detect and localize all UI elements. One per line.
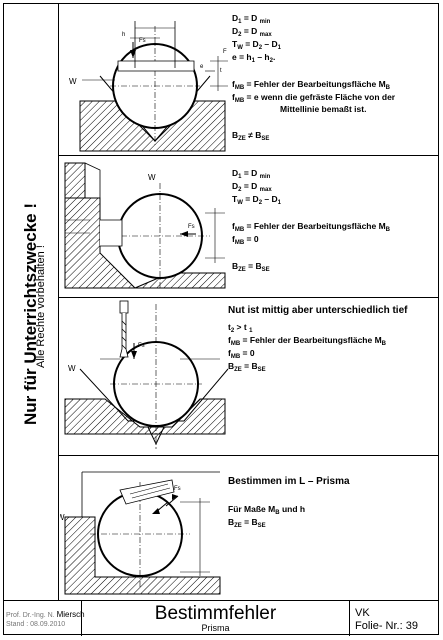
divider-1	[59, 155, 439, 156]
footer-subtitle: Prisma	[201, 623, 230, 633]
panel2-line1: D1 = D min	[232, 168, 271, 180]
panel3-line2: fMB = Fehler der Bearbeitungsfläche MB	[228, 335, 387, 347]
panel4-figure: W Fs	[60, 471, 221, 595]
panel2-fig-w: W	[148, 173, 156, 182]
panel2-line3: TW = D2 – D1	[232, 194, 281, 206]
panel3-heading: Nut ist mittig aber unterschiedlich tief	[228, 305, 408, 316]
panel1-line1: D1 = D min	[232, 13, 271, 25]
sidebar: Nur für Unterrichtszwecke ! Alle Rechte …	[3, 3, 59, 600]
panel1-line5: fMB = Fehler der Bearbeitungsfläche MB	[232, 79, 391, 91]
panel2-line5: fMB = 0	[232, 234, 259, 246]
footer-folie-number: Folie- Nr.: 39	[355, 620, 418, 632]
panel3-fig-w: W	[68, 364, 76, 373]
panel1-line7: Mittellinie bemaßt ist.	[280, 104, 367, 114]
panel2-line4: fMB = Fehler der Bearbeitungsfläche MB	[232, 221, 391, 233]
panel1-line6: fMB = e wenn die gefräste Fläche von der	[232, 92, 396, 104]
footer: Prof. Dr.-Ing. N. Miersch Stand : 08.09.…	[3, 600, 439, 636]
panel1-line4: e = h1 – h2.	[232, 52, 276, 64]
panel2-figure: W Fs	[64, 162, 226, 289]
panel2-line2: D2 = D max	[232, 181, 272, 193]
footer-stand: Stand : 08.09.2010	[6, 621, 66, 628]
panel1-figure: W Fs h t e F	[69, 21, 228, 152]
panel4-line1: Für Maße MB und h	[228, 504, 306, 516]
panel3-figure: W Fs	[64, 300, 229, 449]
panel4-line2: BZE = BSE	[228, 517, 266, 529]
panel1-fig-fs: Fs	[139, 38, 146, 44]
panel4-heading: Bestimmen im L – Prisma	[228, 476, 350, 487]
panel4-fig-w: W	[60, 513, 65, 522]
panel1-fig-h: h	[122, 32, 125, 38]
panel1-fig-e: e	[200, 64, 204, 70]
footer-divider-right	[349, 601, 350, 636]
footer-title: Bestimmfehler	[154, 603, 277, 624]
panel3-line4: BZE = BSE	[228, 361, 266, 373]
panel1-line3: TW = D2 – D1	[232, 39, 281, 51]
panel2-fig-fs: Fs	[188, 224, 195, 230]
panel1-line2: D2 = D max	[232, 26, 272, 38]
panel3-line3: fMB = 0	[228, 348, 255, 360]
divider-3	[59, 455, 439, 456]
panel1-fig-t: t	[220, 68, 222, 74]
footer-author: Prof. Dr.-Ing. N. Miersch	[6, 610, 85, 619]
panel3-line1: t2 > t 1	[228, 322, 253, 334]
panel3-fig-fs: Fs	[138, 343, 145, 349]
sidebar-sub-text: Alle Rechte vorbehalten !	[35, 245, 47, 368]
footer-vk: VK	[355, 607, 370, 619]
panel4-fig-fs: Fs	[174, 486, 181, 492]
panel1-line8: BZE ≠ BSE	[232, 130, 270, 142]
panel1-fig-w: W	[69, 77, 77, 86]
panel2-line6: BZE = BSE	[232, 261, 270, 273]
panel1-fig-f: F	[223, 49, 227, 55]
footer-divider-left	[81, 601, 82, 636]
page-frame	[3, 3, 439, 635]
divider-2	[59, 297, 439, 298]
